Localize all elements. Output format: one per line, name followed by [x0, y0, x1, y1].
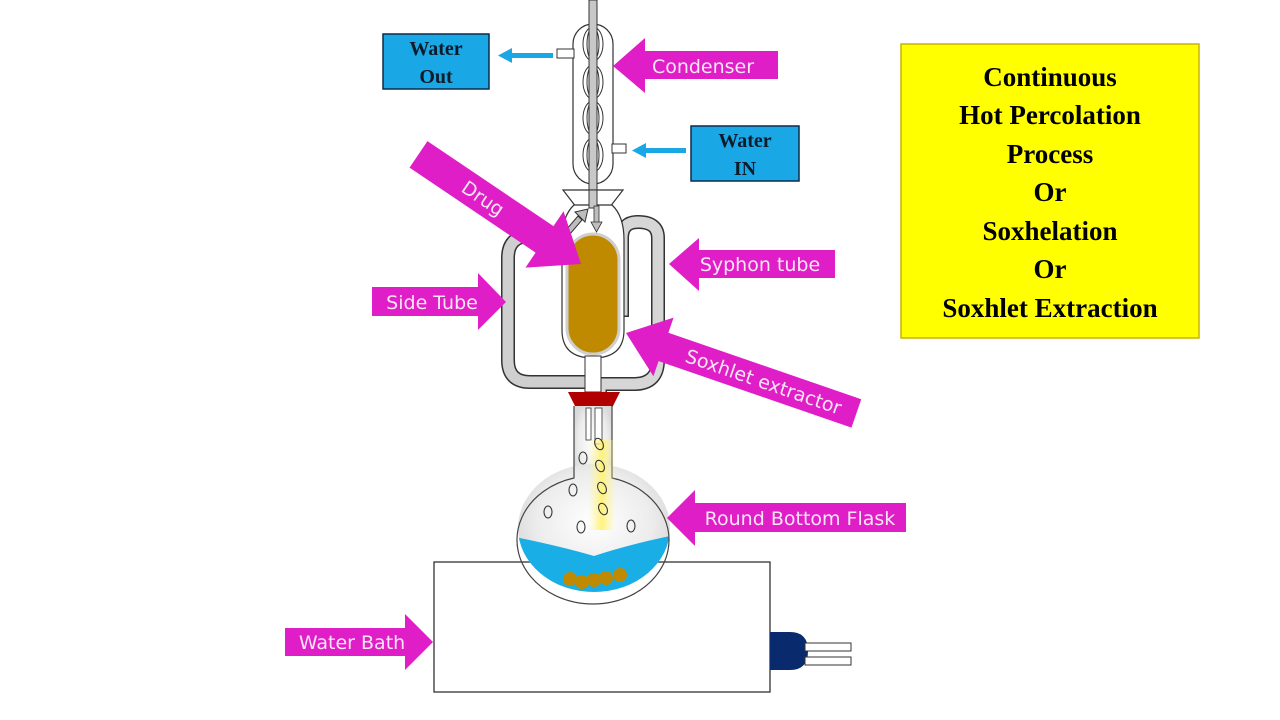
- callout-syphon-tube: Syphon tube: [669, 238, 835, 291]
- neck-tube: [585, 407, 592, 441]
- water-in-arrow: [632, 143, 686, 158]
- vapor-bubbles: [543, 437, 636, 534]
- water-in-label-line1: Water: [718, 130, 771, 152]
- title-box: Continuous Hot Percolation Process Or So…: [900, 43, 1200, 339]
- callout-soxhlet-extractor: Soxhlet extractor: [626, 317, 862, 428]
- callout-condenser-label: Condenser: [652, 56, 754, 78]
- callout-round-bottom-flask-label: Round Bottom Flask: [705, 508, 896, 530]
- callout-water-bath-label: Water Bath: [299, 632, 405, 654]
- water-in-arrow-shaft: [644, 148, 686, 153]
- condenser-inlet-port: [611, 143, 627, 154]
- title-line: Hot Percolation: [959, 100, 1141, 130]
- water-out-label-line2: Out: [419, 66, 453, 88]
- water-in-background: [690, 125, 800, 182]
- condenser-inner-tube: [588, 0, 598, 207]
- water-out-arrow: [498, 48, 553, 63]
- callout-syphon-tube-label: Syphon tube: [700, 254, 820, 276]
- title-line: Soxhlet Extraction: [942, 293, 1157, 323]
- water-in-box: Water IN: [690, 125, 800, 182]
- title-line: Or: [1034, 177, 1067, 207]
- water-out-arrow-shaft: [510, 53, 553, 58]
- condenser: [556, 0, 627, 207]
- title-line: Process: [1007, 139, 1093, 169]
- water-out-box: Water Out: [382, 33, 490, 90]
- water-in-arrow-head: [632, 143, 646, 158]
- callout-water-bath: Water Bath: [285, 614, 433, 670]
- drip-down-arrow-icon: [590, 205, 603, 233]
- vapor-column: [588, 440, 616, 530]
- callout-side-tube: Side Tube: [372, 273, 506, 330]
- drip-tube: [588, 189, 598, 209]
- water-bath: [433, 561, 852, 693]
- title-line: Or: [1034, 254, 1067, 284]
- heater-plug-pin: [804, 642, 852, 652]
- heater-plug-icon: [770, 632, 808, 670]
- title-line: Continuous: [983, 62, 1117, 92]
- syphon-tube: [593, 214, 665, 395]
- callout-soxhlet-extractor-label: Soxhlet extractor: [682, 345, 844, 419]
- flask-outline: [516, 406, 670, 605]
- title-line: Soxhelation: [982, 216, 1117, 246]
- title-box-background: [900, 43, 1200, 339]
- drug-residue: [563, 568, 627, 589]
- water-out-background: [382, 33, 490, 90]
- heater-plug-pin: [804, 656, 852, 666]
- water-in-label-line2: IN: [734, 158, 757, 180]
- callout-side-tube-label: Side Tube: [386, 292, 478, 314]
- water-out-label-line1: Water: [409, 38, 462, 60]
- condenser-outlet-port: [556, 48, 575, 59]
- water-out-arrow-head: [498, 48, 512, 63]
- callout-condenser: Condenser: [613, 38, 778, 93]
- callout-round-bottom-flask: Round Bottom Flask: [667, 490, 906, 546]
- extractor-stem: [584, 355, 602, 393]
- soxhlet-extractor: [561, 189, 625, 393]
- flask-stopper: [568, 392, 620, 408]
